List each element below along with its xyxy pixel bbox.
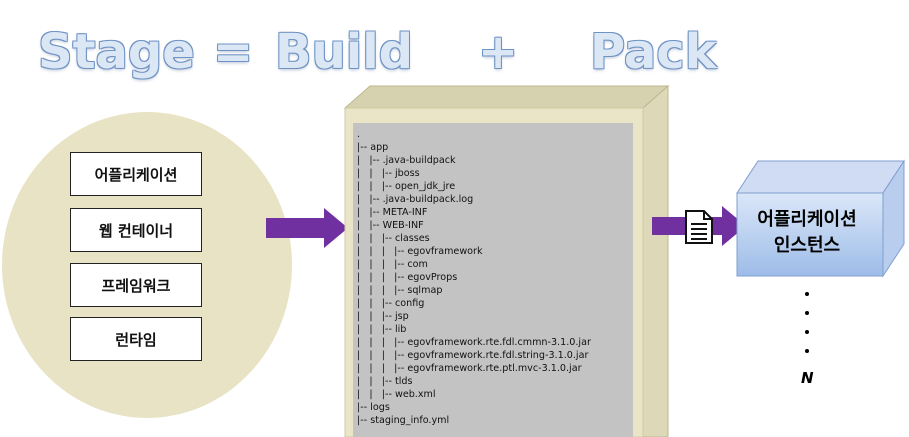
ellipsis-dot xyxy=(805,292,809,296)
tree-line: | | |-- lib xyxy=(357,324,407,335)
instance-box-top xyxy=(736,160,905,194)
stack-layer-application: 어플리케이션 xyxy=(70,152,202,196)
tree-line: | | | |-- egovframework.rte.fdl.cmmn-3.1… xyxy=(357,337,591,348)
title-equals: = xyxy=(213,24,254,80)
stack-layer-runtime: 런타임 xyxy=(70,317,202,361)
title-plus: + xyxy=(478,24,519,80)
tree-line: | | | |-- egovframework.rte.ptl.mvc-3.1.… xyxy=(357,363,582,374)
tree-line: |-- staging_info.yml xyxy=(357,415,450,426)
tree-line: | |-- WEB-INF xyxy=(357,220,424,231)
tree-line: | |-- .java-buildpack xyxy=(357,155,456,166)
tree-line: | | | |-- egovProps xyxy=(357,272,458,283)
tree-line: | | |-- jsp xyxy=(357,311,409,322)
title-build: Build xyxy=(275,24,414,80)
droplet-file-panel xyxy=(353,123,633,437)
ellipsis-dot xyxy=(805,330,809,334)
title-stage: Stage xyxy=(38,24,195,80)
droplet-file-tree: . |-- app | |-- .java-buildpack | | |-- jbo… xyxy=(357,128,627,428)
stack-layer-web-container: 웹 컨테이너 xyxy=(70,208,202,252)
stack-layer-framework: 프레임워크 xyxy=(70,263,202,307)
ellipsis-dot xyxy=(805,349,809,353)
build-arrow xyxy=(266,208,348,248)
tree-line: . xyxy=(357,129,361,140)
tree-line: | | | |-- sqlmap xyxy=(357,285,443,296)
instance-count-label: N xyxy=(801,369,814,387)
tree-line: | | |-- tlds xyxy=(357,376,413,387)
tree-line: | | |-- jboss xyxy=(357,168,420,179)
tree-line: | | | |-- egovframework.rte.fdl.string-3… xyxy=(357,350,589,361)
tree-line: | | |-- classes xyxy=(357,233,430,244)
instance-label: 어플리케이션 인스턴스 xyxy=(742,207,872,259)
diagram-title: Stage = Build + Pack xyxy=(0,22,909,92)
instance-ellipsis xyxy=(800,292,814,368)
tree-line: |-- app xyxy=(357,142,389,153)
tree-line: | | |-- web.xml xyxy=(357,389,436,400)
tree-line: | | | |-- egovframework xyxy=(357,246,483,257)
title-pack: Pack xyxy=(590,24,717,80)
instance-label-line2: 인스턴스 xyxy=(773,235,841,256)
tree-line: | | |-- open_jdk_jre xyxy=(357,181,456,192)
ellipsis-dot xyxy=(805,311,809,315)
tree-line: | | | |-- com xyxy=(357,259,428,270)
tree-line: | |-- META-INF xyxy=(357,207,428,218)
instance-label-line1: 어플리케이션 xyxy=(757,209,857,230)
tree-line: | |-- .java-buildpack.log xyxy=(357,194,474,205)
tree-line: | | |-- config xyxy=(357,298,425,309)
droplet-document-icon xyxy=(685,210,713,244)
instance-box-front xyxy=(736,192,884,277)
tree-line: |-- logs xyxy=(357,402,390,413)
